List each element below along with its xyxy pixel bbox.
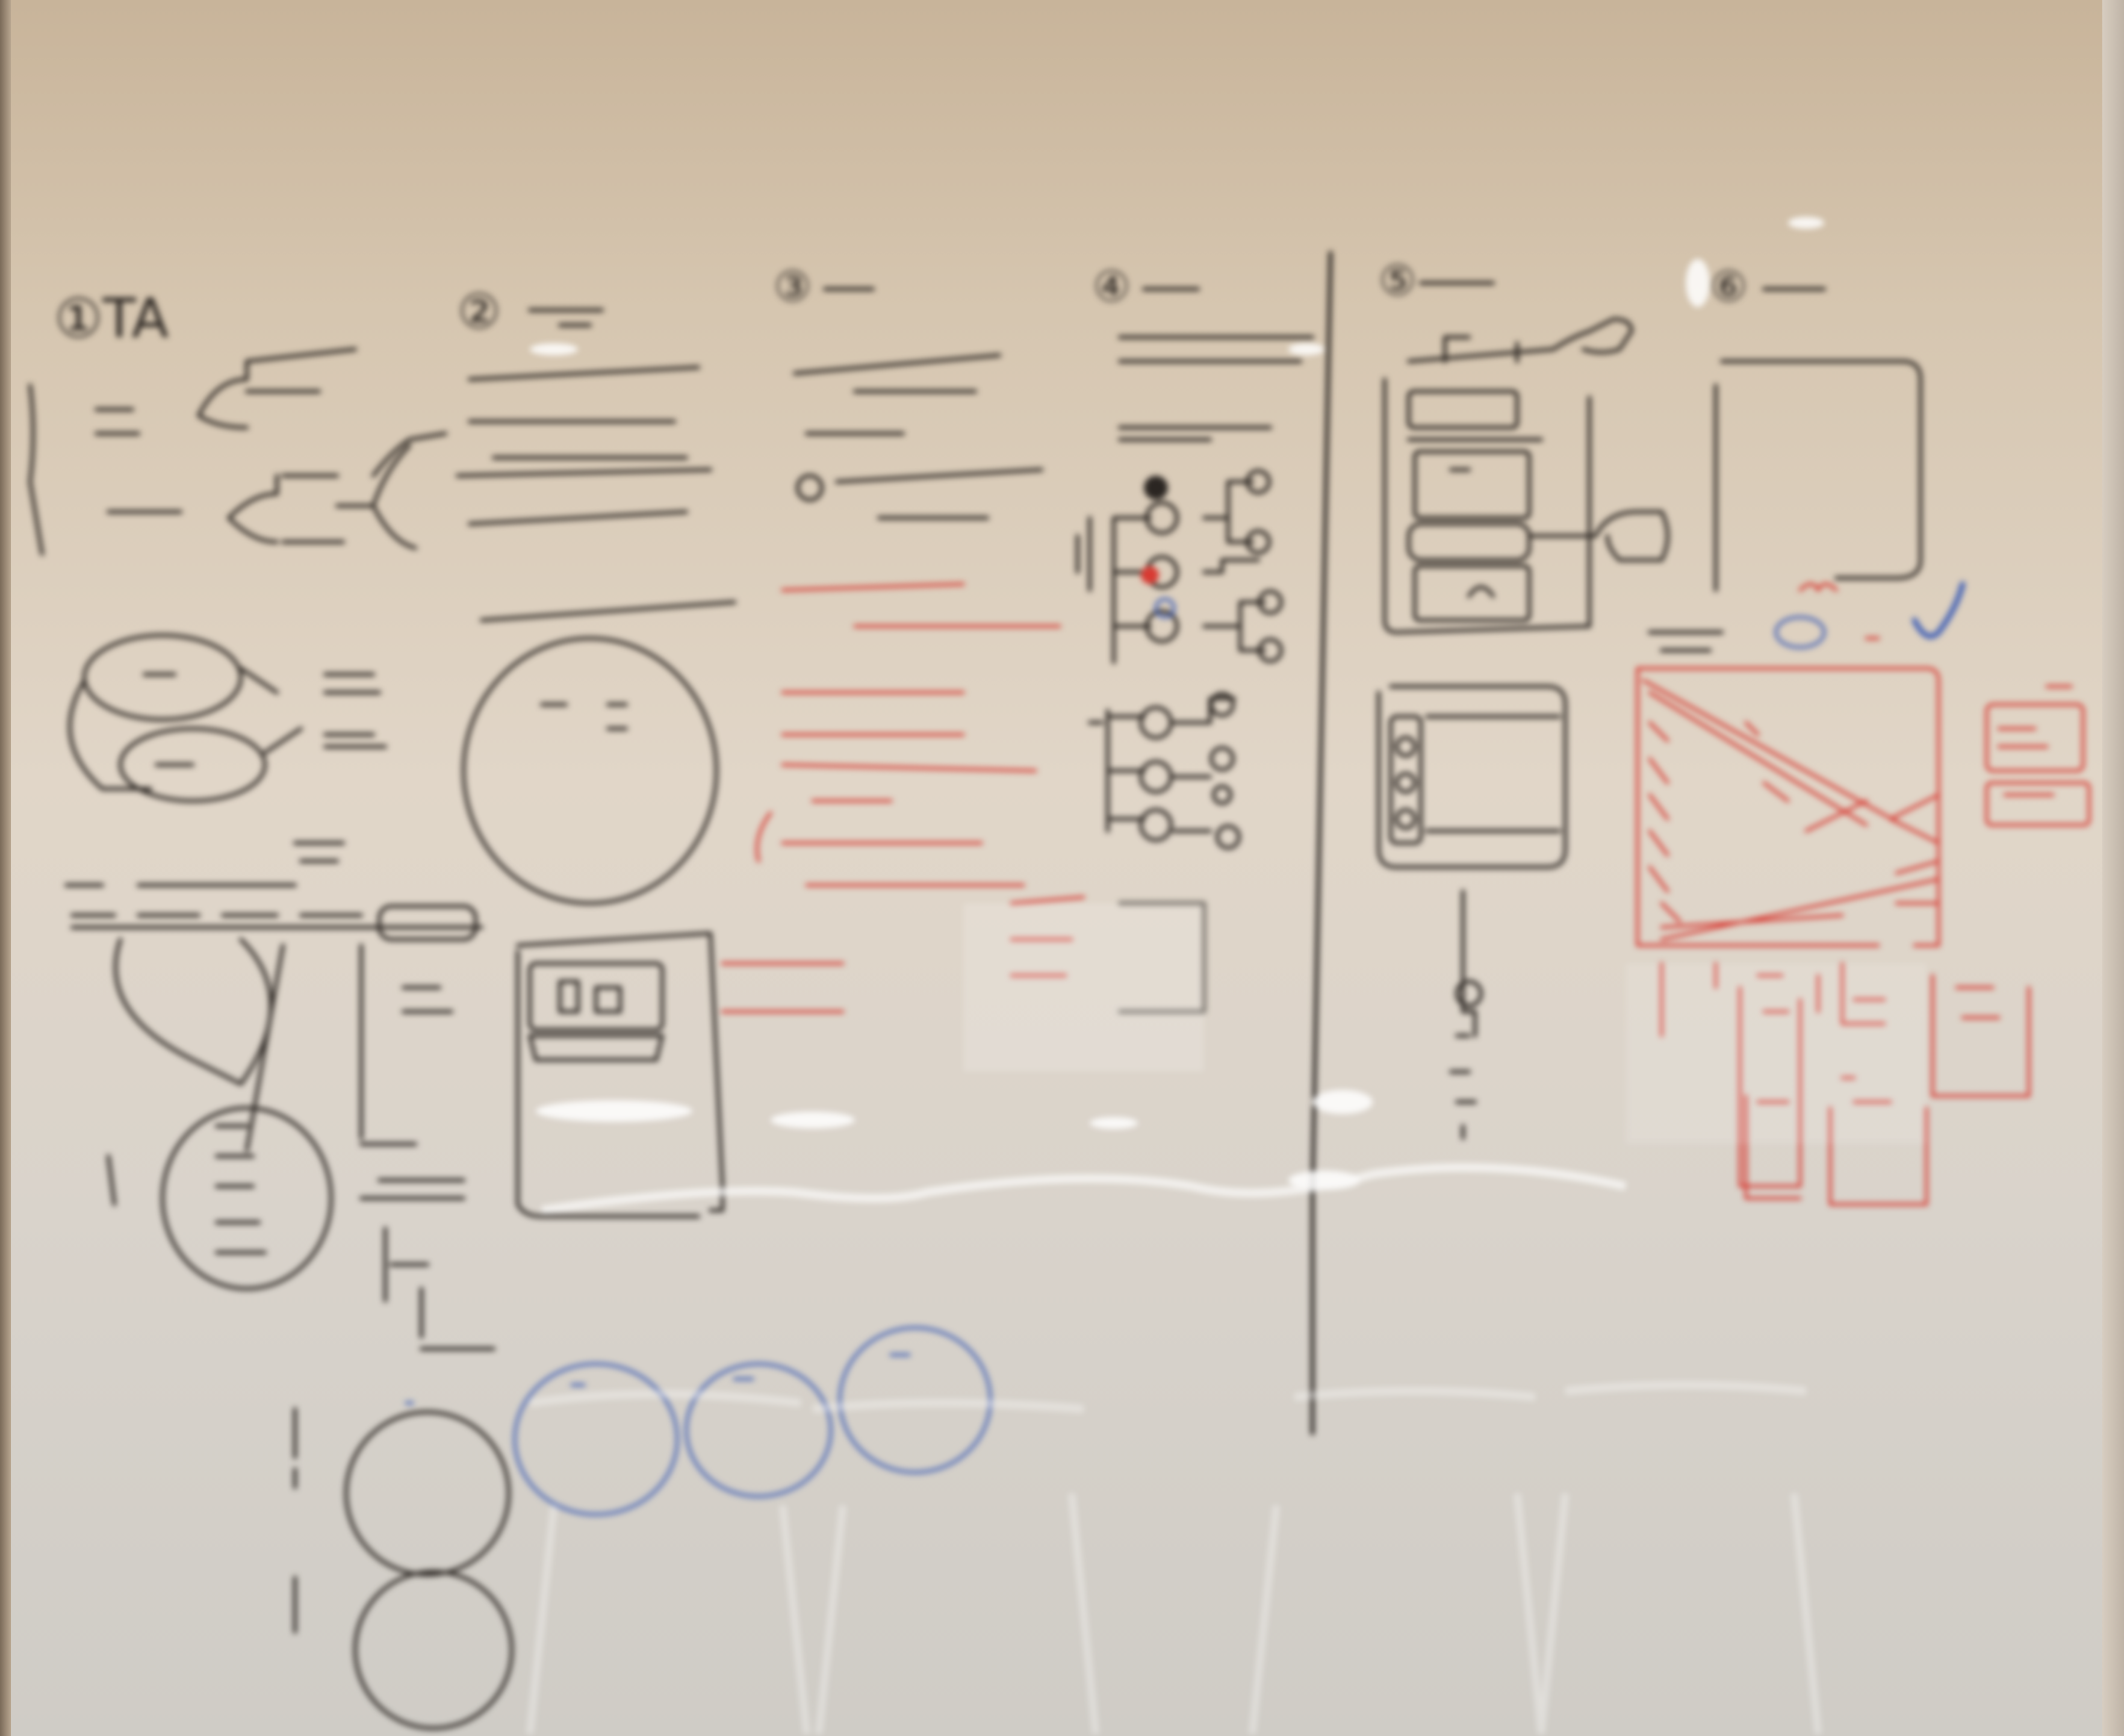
col3-heading: ③ (774, 262, 812, 311)
column-4-sketches: ④ (1076, 262, 1314, 850)
col4-heading: ④ (1093, 262, 1131, 311)
glass-reflections (530, 217, 1824, 1215)
col6-heading: ⑥ (1710, 262, 1748, 311)
col2-heading: ② (458, 284, 501, 340)
col1-heading: ①TA (54, 287, 169, 350)
vertical-divider-line (1310, 250, 1333, 1436)
col5-heading: ⑤ (1379, 256, 1417, 305)
column-6-sketches: ⑥ (1636, 262, 2091, 1206)
column-1-sketches: ①TA (28, 287, 514, 1730)
right-frame-edge (2102, 0, 2124, 1736)
left-frame-edge (0, 0, 11, 1736)
column-5-sketches: ⑤ (1377, 256, 1669, 1140)
blue-circle-row (513, 1326, 992, 1516)
column-2-sketches: ② (371, 284, 736, 1218)
chair-reflections (526, 903, 1927, 1735)
column-3-sketches: ③ (721, 262, 1206, 1013)
